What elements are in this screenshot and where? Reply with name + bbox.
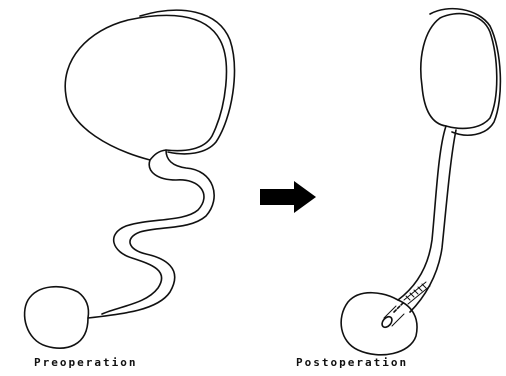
postop-tube-left [398, 126, 446, 300]
preop-organ-rim [140, 10, 234, 154]
postoperation-figure [341, 9, 500, 355]
preoperation-caption: Preoperation [34, 356, 137, 369]
preop-bulb [25, 287, 89, 348]
postoperation-caption: Postoperation [296, 356, 408, 369]
right-arrow-icon [260, 181, 316, 213]
preoperation-figure [25, 10, 235, 348]
preop-organ [65, 15, 226, 160]
postop-organ [421, 14, 497, 129]
postop-tube-end [380, 315, 394, 329]
postop-bulb [341, 293, 417, 355]
preop-tube-outer [102, 160, 204, 314]
postop-organ-rim [430, 9, 500, 136]
preop-tube-inner [88, 150, 214, 318]
